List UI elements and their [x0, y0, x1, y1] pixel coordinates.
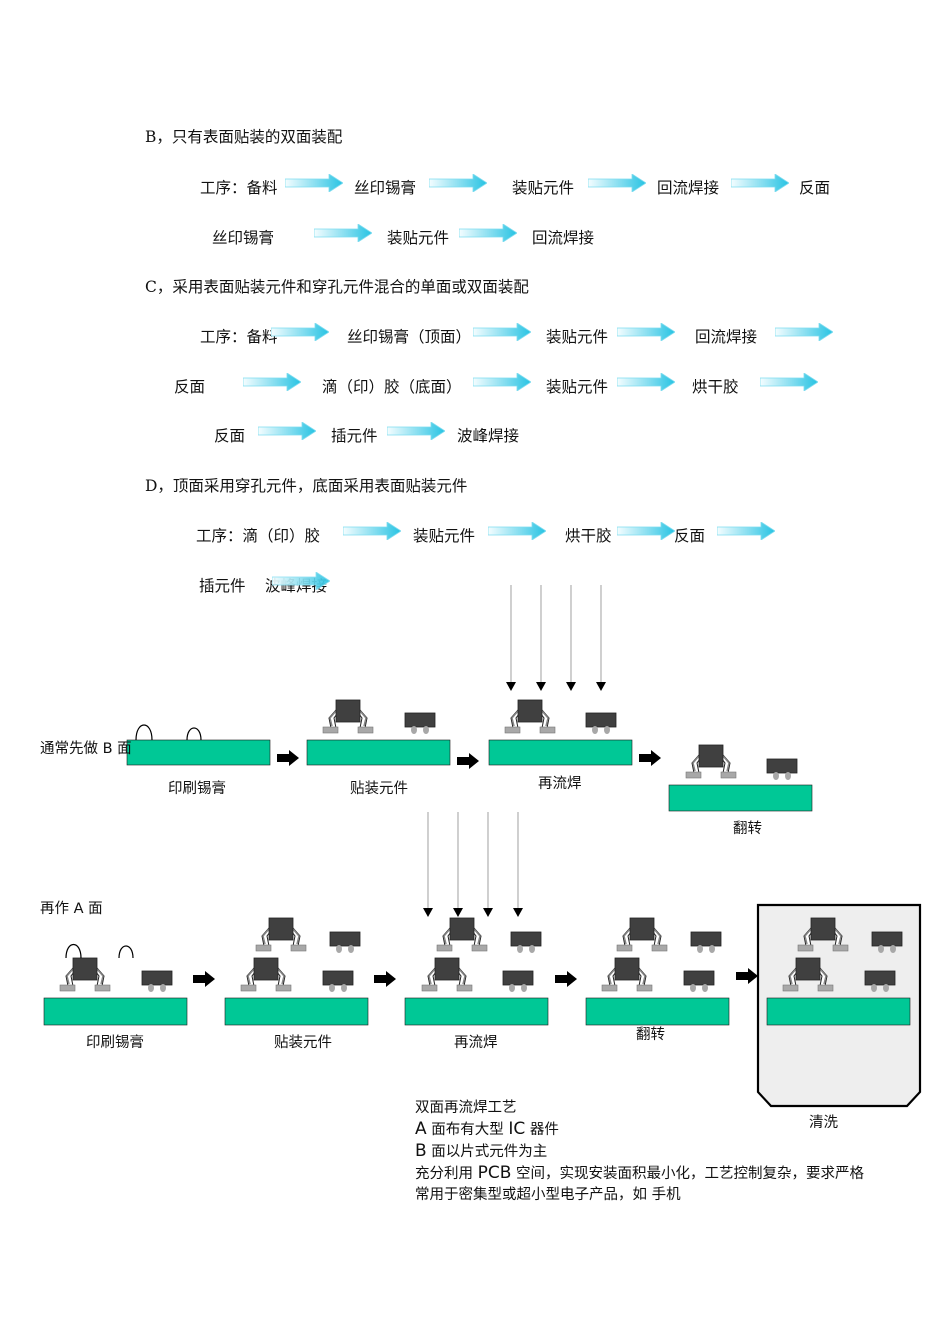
notes-title: 双面再流焊工艺: [415, 1100, 517, 1116]
row2-clean: [756, 903, 922, 1108]
row1-flip: [668, 744, 813, 812]
b-step-place: 装贴元件: [512, 179, 575, 197]
b-step-reflow: 回流焊接: [657, 179, 720, 197]
flow-arrow-icon: [473, 323, 531, 341]
row2-step-place: 贴装元件: [274, 1035, 332, 1051]
flow-arrow-icon: [429, 174, 487, 192]
c-step2-cure: 烘干胶: [692, 378, 739, 396]
row2-step-print: 印刷锡膏: [86, 1035, 144, 1051]
d-step-glue: 工序：滴（印）胶: [196, 527, 321, 545]
flow-arrow-icon: [775, 323, 833, 341]
row1-reflow: [488, 585, 633, 766]
flow-arrow-icon: [617, 522, 675, 540]
d-step-cure: 烘干胶: [565, 527, 612, 545]
c-step2-flip: 反面: [174, 378, 206, 396]
flow-arrow-icon: [617, 373, 675, 391]
c-step3-flip: 反面: [214, 427, 246, 445]
b-step2-place: 装贴元件: [387, 229, 450, 247]
flow-arrow-icon: [488, 522, 546, 540]
flow-arrow-icon: [272, 572, 330, 590]
row2-step-reflow: 再流焊: [454, 1035, 498, 1051]
flow-arrow-icon: [473, 373, 531, 391]
c-step-place: 装贴元件: [546, 328, 609, 346]
flow-arrow-icon: [258, 422, 316, 440]
flow-arrow-icon: [760, 373, 818, 391]
b-step-prepare: 工序：备料: [200, 179, 278, 197]
flow-arrow-icon: [588, 174, 646, 192]
d-step2-insert: 插元件: [199, 577, 246, 595]
notes-line-4: 常用于密集型或超小型电子产品，如 手机: [415, 1187, 681, 1203]
row1-step-print: 印刷锡膏: [168, 781, 226, 797]
row1-step-place: 贴装元件: [350, 781, 408, 797]
flow-arrow-icon: [731, 174, 789, 192]
flow-arrow-icon: [387, 422, 445, 440]
notes-line-b: B 面以片式元件为主: [415, 1141, 548, 1161]
flow-arrow-icon: [343, 522, 401, 540]
flow-arrow-icon: [271, 323, 329, 341]
row1-step-flip: 翻转: [733, 821, 762, 837]
flow-arrow-icon: [243, 373, 301, 391]
notes-line-3: 充分利用 PCB 空间，实现安装面积最小化，工艺控制复杂，要求严格: [415, 1163, 865, 1183]
c-step3-wave: 波峰焊接: [457, 427, 520, 445]
b-step2-print-paste: 丝印锡膏: [212, 229, 275, 247]
flow-arrow-icon: [459, 224, 517, 242]
c-step2-place: 装贴元件: [546, 378, 609, 396]
row2-reflow: [404, 812, 549, 1026]
c-step-reflow: 回流焊接: [695, 328, 758, 346]
process-notes: 双面再流焊工艺 A 面布有大型 IC 器件 B 面以片式元件为主 充分利用 PC…: [415, 1098, 895, 1206]
row2-label: 再作 A 面: [40, 901, 103, 917]
c-step3-insert: 插元件: [331, 427, 378, 445]
b-step2-reflow: 回流焊接: [532, 229, 595, 247]
b-step-print-paste: 丝印锡膏: [354, 179, 417, 197]
c-step-prepare: 工序：备料: [200, 328, 278, 346]
b-step-flip: 反面: [799, 179, 831, 197]
row2-print-paste: [43, 943, 188, 1026]
row1-print-paste: [126, 724, 271, 766]
row2-step-clean: 清洗: [809, 1115, 838, 1131]
flow-arrow-icon: [617, 323, 675, 341]
flow-arrow-icon: [717, 522, 775, 540]
row2-flip: [585, 917, 730, 1026]
flow-arrow-icon: [285, 174, 343, 192]
row2-place: [224, 917, 369, 1026]
notes-line-a: A 面布有大型 IC 器件: [415, 1119, 559, 1139]
section-d-title: D，顶面采用穿孔元件，底面采用表面贴装元件: [145, 477, 468, 495]
row1-label: 通常先做 B 面: [40, 741, 132, 757]
flow-arrow-icon: [314, 224, 372, 242]
section-c-title: C，采用表面贴装元件和穿孔元件混合的单面或双面装配: [145, 278, 529, 296]
d-step-flip: 反面: [674, 527, 706, 545]
row1-place: [306, 699, 451, 766]
c-step2-glue-bottom: 滴（印）胶（底面）: [322, 378, 462, 396]
section-b-title: B，只有表面贴装的双面装配: [145, 128, 343, 146]
d-step-place: 装贴元件: [413, 527, 476, 545]
c-step-print-paste-top: 丝印锡膏（顶面）: [347, 328, 472, 346]
row1-step-reflow: 再流焊: [538, 776, 582, 792]
row2-step-flip: 翻转: [636, 1027, 665, 1043]
